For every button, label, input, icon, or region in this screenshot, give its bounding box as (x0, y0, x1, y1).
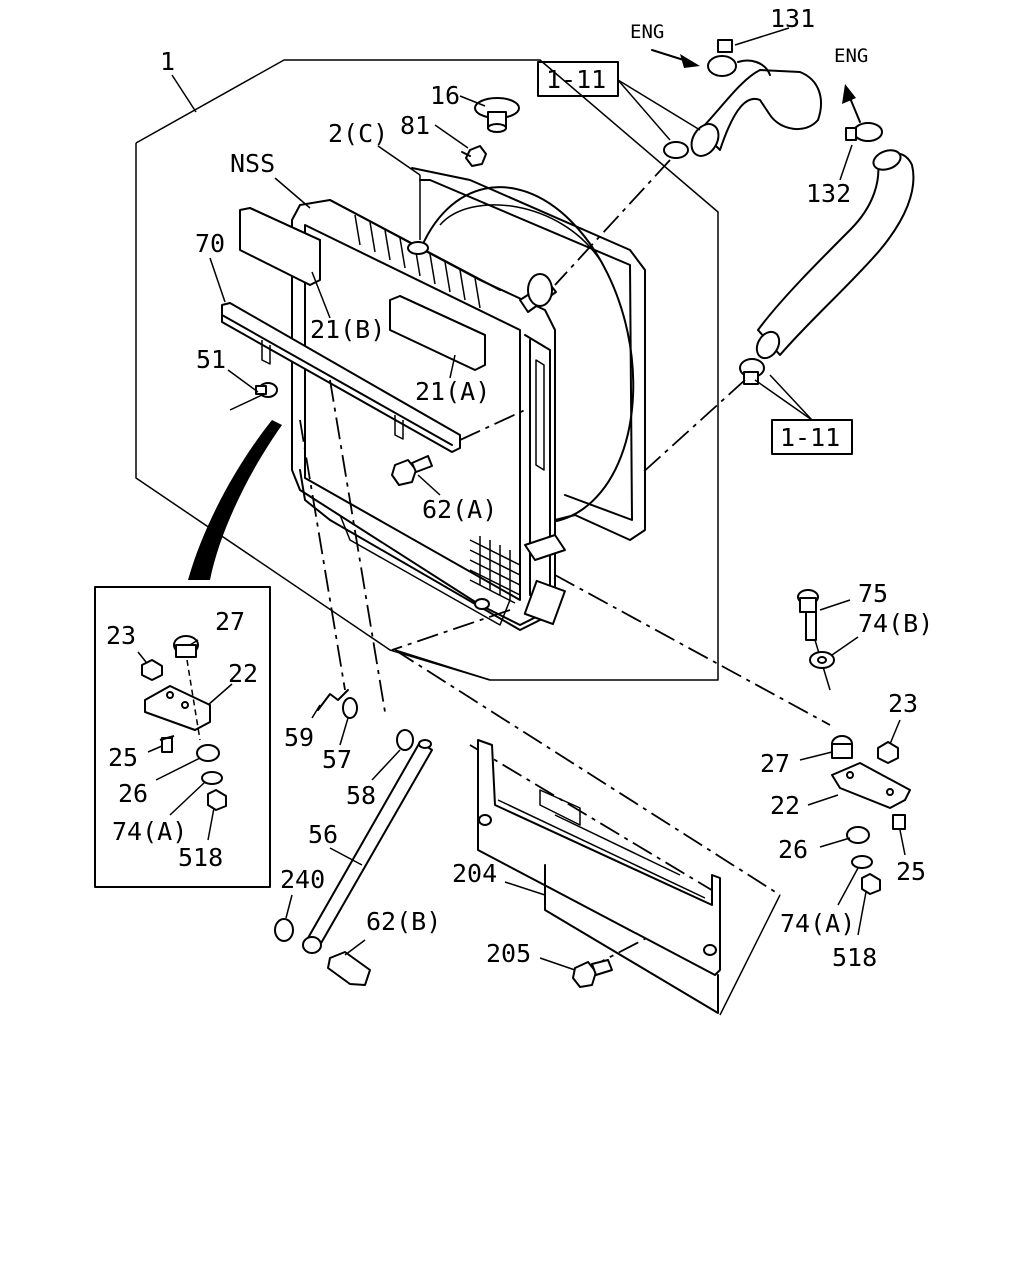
callout-27-left: 27 (215, 607, 245, 636)
callout-21a: 21(A) (415, 377, 490, 406)
bolt-62a (391, 455, 433, 486)
callout-51: 51 (196, 345, 226, 374)
callout-75: 75 (858, 579, 888, 608)
air-seal-21a (389, 295, 486, 371)
callout-eng-right: ENG (834, 45, 868, 67)
callout-205: 205 (486, 939, 531, 968)
hose-clamp-131 (663, 39, 737, 159)
callout-23-left: 23 (106, 621, 136, 650)
callout-26-right: 26 (778, 835, 808, 864)
washer-74b (809, 651, 835, 669)
bolt-205 (572, 959, 613, 988)
callout-57: 57 (322, 745, 352, 774)
callout-23-right: 23 (888, 689, 918, 718)
callout-leaders (137, 27, 906, 971)
callout-59: 59 (284, 723, 314, 752)
drain-plug-51 (255, 382, 278, 398)
callout-16: 16 (430, 81, 460, 110)
detail-box-left (94, 586, 271, 888)
hose-clamp-132 (739, 122, 883, 385)
eng-arrow-right (842, 84, 861, 123)
callout-labels: 1 2(C) 16 81 NSS 70 21(B) 21(A) 51 62(A)… (106, 4, 933, 972)
radiator-cap-16 (474, 97, 520, 133)
bolt-81 (461, 145, 487, 167)
callout-74b: 74(B) (858, 609, 933, 638)
callout-25-right: 25 (896, 857, 926, 886)
callout-27-right: 27 (760, 749, 790, 778)
right-mount (831, 735, 911, 895)
callout-204: 204 (452, 859, 497, 888)
callout-ref-1-11-right: 1-11 (780, 423, 840, 452)
callout-62b: 62(B) (366, 907, 441, 936)
callout-25-left: 25 (108, 743, 138, 772)
callout-1: 1 (160, 47, 175, 76)
callout-nss: NSS (230, 149, 275, 178)
support-bar-70 (221, 302, 461, 453)
detail-pointer (188, 420, 282, 580)
callout-eng-top: ENG (630, 21, 664, 43)
callout-21b: 21(B) (310, 315, 385, 344)
callout-518-left: 518 (178, 843, 223, 872)
callout-74a-right: 74(A) (780, 909, 855, 938)
callout-62a: 62(A) (422, 495, 497, 524)
callout-58: 58 (346, 781, 376, 810)
callout-132: 132 (806, 179, 851, 208)
callout-131: 131 (770, 4, 815, 33)
callout-74a-left: 74(A) (112, 817, 187, 846)
callout-22-right: 22 (770, 791, 800, 820)
eng-arrow-top (651, 49, 700, 68)
callout-26-left: 26 (118, 779, 148, 808)
callout-70: 70 (195, 229, 225, 258)
upper-hose-131 (690, 59, 822, 157)
lower-hose-132 (755, 149, 915, 360)
guard-plate-204 (477, 739, 721, 1014)
bolt-75 (797, 589, 819, 641)
callout-56: 56 (308, 820, 338, 849)
callout-2c: 2(C) (328, 119, 388, 148)
callout-ref-1-11-top: 1-11 (546, 65, 606, 94)
callout-81: 81 (400, 111, 430, 140)
callout-518-right: 518 (832, 943, 877, 972)
reference-box-top (537, 61, 701, 141)
callout-22-left: 22 (228, 659, 258, 688)
air-seal-21b (239, 207, 321, 286)
radiator (291, 199, 566, 631)
stay-rod-parts (274, 689, 433, 986)
callout-240: 240 (280, 865, 325, 894)
reference-box-right (754, 374, 853, 455)
